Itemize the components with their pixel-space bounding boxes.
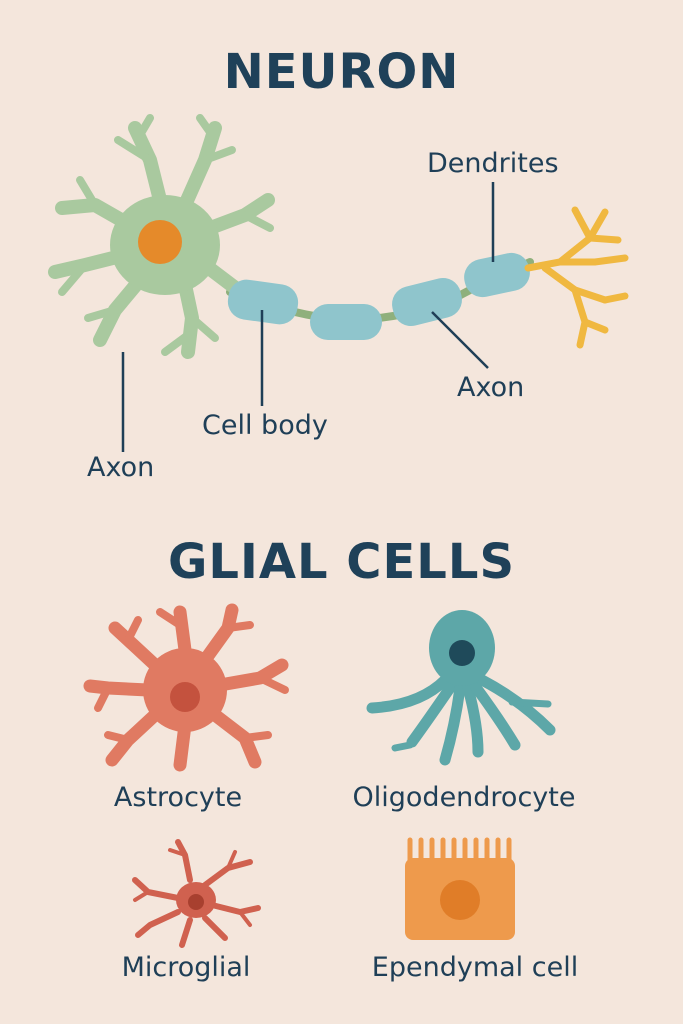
neuron-title: NEURON [223,44,460,100]
myelin-segment [392,277,462,327]
neuron-cell-body [48,114,275,359]
myelin-sheaths [227,252,530,340]
label-ependymal: Ependymal cell [371,952,579,983]
label-microglial: Microglial [121,952,251,983]
label-astrocyte: Astrocyte [113,782,243,813]
astrocyte-nucleus [170,682,200,712]
label-dendrites: Dendrites [427,148,559,179]
neuron-nucleus [138,220,182,264]
ependymal-nucleus [440,880,480,920]
leader-axon-right [431,311,489,369]
glial-title: GLIAL CELLS [167,534,516,590]
cilia [407,837,512,863]
myelin-segment [310,304,382,340]
microglial [132,839,261,948]
label-axon-left: Axon [87,452,155,483]
astrocyte [83,603,289,772]
myelin-segment [227,279,299,325]
oligodendrocyte-nucleus [449,640,475,666]
label-axon-right: Axon [457,372,525,403]
label-oligodendrocyte: Oligodendrocyte [352,782,576,813]
label-cell-body: Cell body [202,410,328,441]
oligodendrocyte [366,610,556,766]
neuron [48,114,629,452]
ependymal [405,837,515,940]
microglial-nucleus [188,894,204,910]
myelin-segment [464,252,530,298]
axon-terminal [524,206,629,349]
leader-lines [121,182,495,452]
